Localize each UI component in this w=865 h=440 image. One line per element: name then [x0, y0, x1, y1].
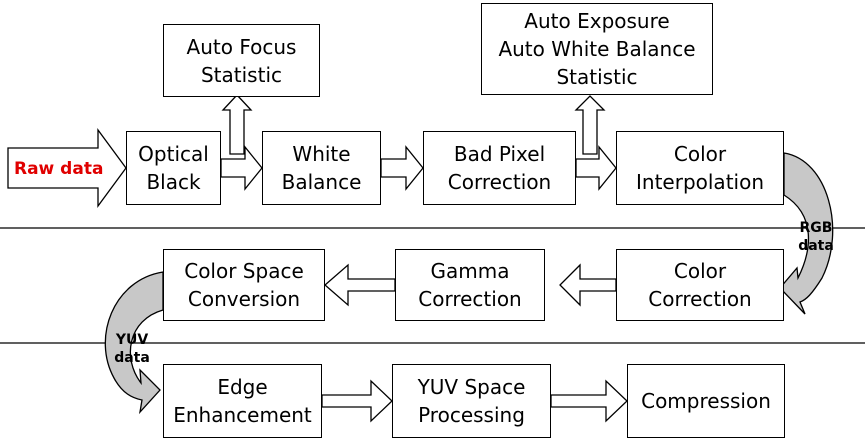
rgb-data-label-line1: RGB [799, 220, 833, 236]
box-gamma-correction: Gamma Correction [395, 249, 545, 321]
box-color-interpolation: Color Interpolation [616, 131, 784, 205]
box-white-balance-line2: Balance [281, 170, 362, 194]
raw-data-label: Raw data [14, 159, 104, 179]
yuv-data-label-line2: data [114, 350, 150, 366]
box-edge-line2: Enhancement [173, 403, 312, 427]
box-gamma-line1: Gamma [430, 259, 510, 283]
arrow-up-auto-exposure [574, 95, 606, 155]
curve-arrow-rgb [779, 152, 834, 315]
box-yuv-space-line2: Processing [418, 403, 525, 427]
box-auto-exposure-line3: Statistic [556, 65, 638, 89]
box-bad-pixel-correction: Bad Pixel Correction [423, 131, 576, 205]
arrow-optical-to-white [220, 145, 263, 191]
box-color-space-line1: Color Space [184, 259, 304, 283]
rgb-data-label: RGB data [790, 219, 842, 255]
box-color-correction-line1: Color [673, 259, 727, 283]
box-auto-exposure-line2: Auto White Balance [498, 37, 696, 61]
box-color-interpolation-line1: Color [673, 142, 727, 166]
box-edge-enhancement: Edge Enhancement [163, 364, 322, 438]
curve-arrow-yuv [104, 271, 164, 415]
box-bad-pixel-line1: Bad Pixel [453, 142, 546, 166]
box-auto-focus-statistic: Auto Focus Statistic [163, 24, 320, 97]
raw-input-arrow [7, 128, 127, 208]
box-auto-focus-line1: Auto Focus [186, 34, 297, 59]
box-optical-black-line2: Black [146, 170, 201, 194]
box-yuv-space-line1: YUV Space [417, 375, 526, 399]
box-optical-black-line1: Optical [138, 142, 209, 166]
box-color-correction: Color Correction [616, 249, 784, 321]
arrow-white-to-badpixel [380, 145, 424, 191]
box-auto-focus-line2: Statistic [200, 62, 282, 87]
box-yuv-space-processing: YUV Space Processing [392, 364, 551, 438]
box-compression-line1: Compression [641, 389, 771, 413]
rgb-data-label-line2: data [798, 238, 834, 254]
arrow-edge-to-yuv [321, 379, 393, 423]
box-optical-black: Optical Black [126, 131, 221, 205]
box-white-balance-line1: White [292, 142, 351, 166]
arrow-colorcorr-to-gamma [559, 263, 617, 307]
box-compression: Compression [627, 364, 785, 438]
box-auto-exposure-line1: Auto Exposure [524, 9, 670, 33]
box-bad-pixel-line2: Correction [447, 170, 552, 194]
box-color-space-conversion: Color Space Conversion [163, 249, 325, 321]
arrow-up-auto-focus [221, 94, 253, 155]
box-auto-exposure-statistic: Auto Exposure Auto White Balance Statist… [481, 3, 713, 95]
box-color-space-line2: Conversion [187, 287, 301, 311]
arrow-yuv-to-compression [550, 379, 628, 423]
yuv-data-label: YUV data [106, 331, 158, 367]
box-white-balance: White Balance [262, 131, 381, 205]
box-edge-line1: Edge [217, 375, 268, 399]
box-color-correction-line2: Correction [648, 287, 752, 311]
arrow-gamma-to-colorspace [324, 263, 396, 307]
arrow-badpixel-to-interp [575, 145, 617, 191]
yuv-data-label-line1: YUV [115, 332, 149, 348]
box-color-interpolation-line2: Interpolation [636, 170, 764, 194]
box-gamma-line2: Correction [418, 287, 522, 311]
